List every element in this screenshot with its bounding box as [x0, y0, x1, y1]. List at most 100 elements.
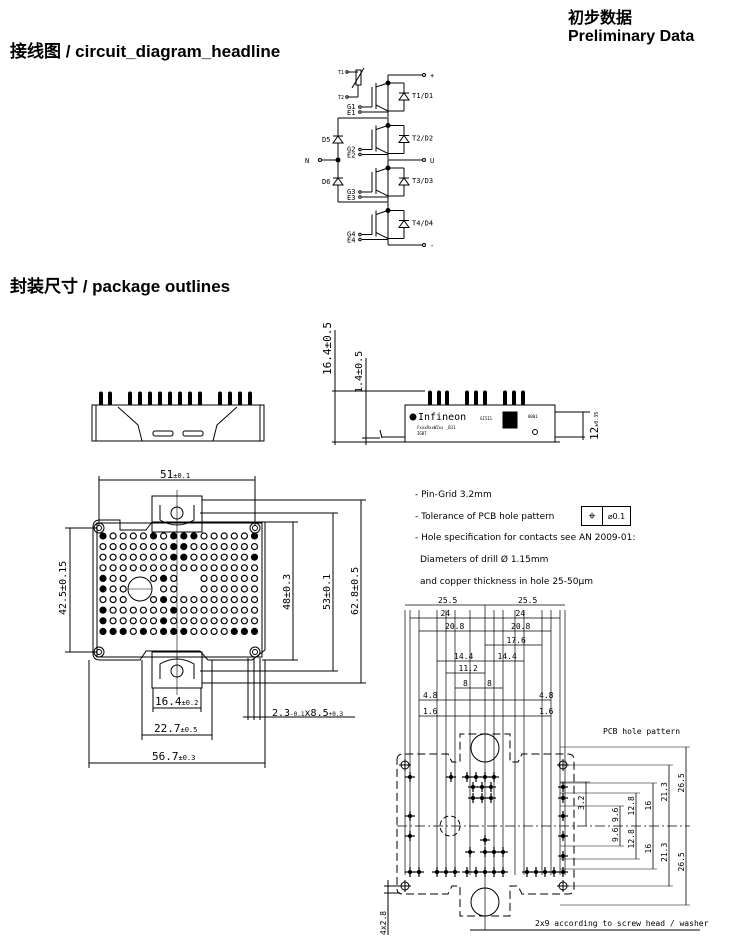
pcb-pin — [533, 869, 539, 875]
pin-hole — [149, 595, 158, 604]
pin-hole — [119, 606, 127, 614]
pin-hole — [180, 595, 188, 604]
pcb-pin — [407, 869, 413, 875]
dim-pin-height: 1.4±0.5 — [354, 351, 365, 393]
label-d6: D6 — [322, 178, 330, 186]
pin-hole — [170, 542, 178, 551]
dim-total-width: 56.7±0.3 — [152, 750, 195, 763]
gate-label: G4 — [347, 231, 355, 239]
pin-hole — [200, 532, 208, 540]
pin — [138, 391, 142, 406]
pin-hole — [250, 585, 259, 593]
part-number: FxxxRxxW2xx _B11 — [417, 425, 456, 430]
emitter-label: E1 — [347, 109, 355, 117]
pcb-pin — [473, 869, 479, 875]
pin-hole — [230, 627, 238, 636]
pin-hole — [240, 542, 248, 551]
pin-hole — [99, 595, 107, 604]
dimension-label: 26.5 — [677, 773, 686, 792]
pin-hole — [109, 564, 117, 572]
switch-label: T3/D3 — [412, 177, 433, 185]
pin-hole — [160, 574, 168, 583]
pin-hole — [170, 617, 178, 625]
pin — [248, 391, 252, 406]
dim-clamp-holes: 53±0.1 — [322, 574, 333, 610]
code-2: 0001 — [528, 414, 538, 419]
dimension-label: 20.8 — [445, 622, 464, 631]
pin-hole — [190, 606, 198, 614]
pin-hole — [129, 542, 137, 551]
pin-hole — [250, 532, 259, 540]
pin-hole — [109, 542, 117, 551]
igbt-emitter — [375, 232, 389, 239]
dimension-label: 20.8 — [511, 622, 530, 631]
pin-hole — [119, 532, 127, 540]
pin-hole — [240, 574, 248, 583]
dimension-label: 1.6 — [539, 707, 554, 716]
side-view-profile: 16.4±0.5 1.4±0.5 12±0.35 Infineon GI5I1 … — [321, 322, 601, 445]
pin-hole — [160, 606, 168, 614]
pin-hole — [160, 553, 168, 561]
dim-hole-width: 51±0.1 — [160, 468, 190, 481]
pin — [437, 390, 441, 406]
pin-hole — [220, 542, 228, 551]
dimension-label: 25.5 — [438, 596, 457, 605]
dimension-label: 14.4 — [498, 652, 517, 661]
dimension-label: 11.2 — [459, 664, 478, 673]
pin-hole — [180, 542, 188, 551]
emitter-terminal — [358, 195, 362, 199]
pcb-pin — [452, 869, 458, 875]
pin-hole — [240, 585, 248, 593]
pin-hole — [149, 532, 158, 540]
terminal-plus: + — [430, 72, 434, 80]
terminal-u: U — [430, 157, 434, 165]
pin-hole — [180, 627, 188, 636]
freewheel-diode — [398, 219, 410, 228]
dimension-label: 4.8 — [539, 691, 554, 700]
switch-label: T2/D2 — [412, 135, 433, 143]
pin-hole — [230, 574, 238, 583]
pin-hole — [170, 595, 178, 604]
pin-hole — [210, 617, 218, 625]
pin-hole — [109, 627, 117, 636]
pin-hole — [250, 595, 259, 604]
pin-hole — [149, 564, 158, 572]
pin-hole — [99, 617, 107, 625]
pin-hole — [220, 564, 228, 572]
pin-hole — [119, 574, 127, 583]
pin-hole — [129, 627, 137, 636]
dimension-label: 3.2 — [577, 795, 586, 810]
dim-clamp-inner: 16.4±0.2 — [155, 695, 198, 708]
pcb-pin — [434, 869, 440, 875]
pin-hole — [220, 553, 228, 561]
pin-hole — [180, 617, 188, 625]
pin-hole — [180, 606, 188, 614]
pcb-pin — [482, 774, 488, 780]
pin-hole — [200, 574, 208, 583]
switch-label: T1/D1 — [412, 92, 433, 100]
pcb-pin — [500, 869, 506, 875]
pin-hole — [160, 627, 168, 636]
preliminary-data-badge: 初步数据 Preliminary Data — [568, 10, 694, 46]
pin-hole — [230, 617, 238, 625]
pin-hole — [139, 564, 147, 572]
terminal-minus: - — [430, 242, 434, 250]
pin-hole — [109, 595, 117, 604]
dimension-label: 1.6 — [423, 707, 438, 716]
pin-hole — [190, 564, 198, 572]
dim-body-height: 12±0.35 — [588, 412, 601, 440]
dimension-label: 21.3 — [660, 782, 669, 801]
pcb-pin — [482, 869, 488, 875]
pcb-pin — [488, 784, 494, 790]
pin-hole — [240, 606, 248, 614]
pin-hole — [210, 532, 218, 540]
pin-hole — [149, 606, 158, 614]
freewheel-diode — [398, 92, 410, 101]
pin-hole — [230, 553, 238, 561]
pin-hole — [230, 542, 238, 551]
pin-hole — [99, 606, 107, 614]
pin-hole — [99, 574, 107, 583]
pin-hole — [109, 532, 117, 540]
